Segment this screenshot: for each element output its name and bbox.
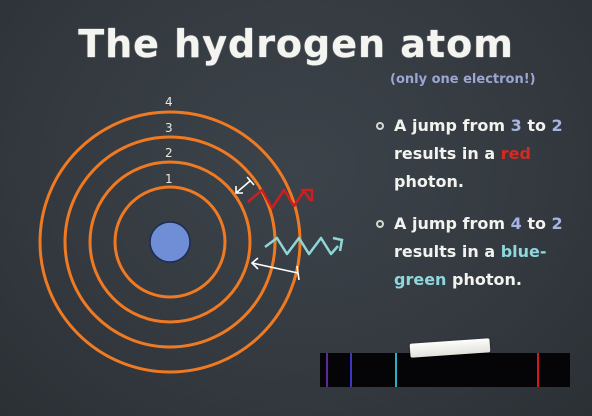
orbit-shell-4 [38,110,302,374]
explanation-list: A jump from 3 to 2 results in a red phot… [372,112,582,308]
spectral-line-red [537,353,539,387]
shell-label-1: 1 [165,172,173,186]
spectral-line-blue [350,353,352,387]
red-photon-wave [247,188,314,210]
slide-subtitle: (only one electron!) [390,72,536,87]
orbit-shell-1 [113,185,227,299]
shell-label-2: 2 [165,146,173,160]
spectral-line-violet [326,353,328,387]
orbit-shell-2 [88,160,252,324]
bluegreen-photon-wave [264,236,344,256]
orbit-shell-3 [63,135,277,349]
bullet-bluegreen-jump: A jump from 4 to 2 results in a blue-gre… [372,210,582,294]
shell-label-3: 3 [165,121,173,135]
emission-spectrum [320,353,570,387]
jump-arrow-4-to-2 [250,257,300,281]
shell-label-4: 4 [165,95,173,109]
bullet-dot-icon [376,122,384,130]
bullet-dot-icon [376,220,384,228]
nucleus [149,221,191,263]
slide-title: The hydrogen atom [78,22,514,66]
spectral-line-bluegreen [395,353,397,387]
bullet-text-1: A jump from 3 to 2 results in a red phot… [394,116,563,191]
bullet-red-jump: A jump from 3 to 2 results in a red phot… [372,112,582,196]
bullet-text-2: A jump from 4 to 2 results in a blue-gre… [394,214,563,289]
jump-arrow-3-to-2 [235,176,255,194]
